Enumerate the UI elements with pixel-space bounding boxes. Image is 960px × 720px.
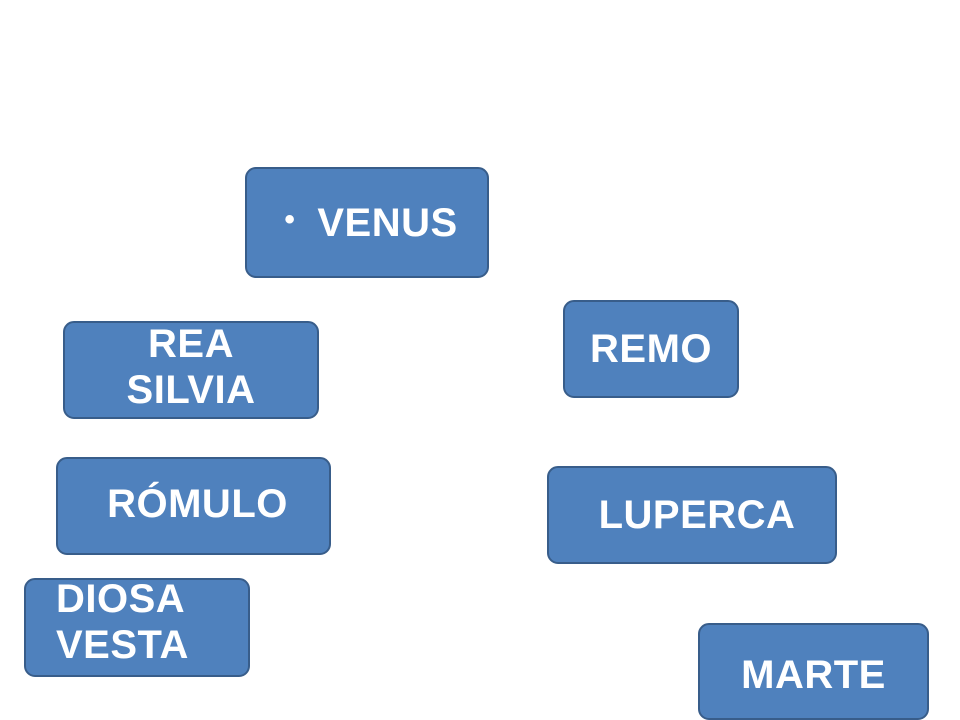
node-luperca-label: LUPERCA <box>598 493 796 537</box>
node-diosa-vesta-label: DIOSA VESTA <box>56 576 189 667</box>
node-rea-silvia: REA SILVIA <box>63 321 319 419</box>
node-remo: REMO <box>563 300 739 398</box>
node-luperca: LUPERCA <box>547 466 837 564</box>
node-remo-label: REMO <box>590 327 712 371</box>
node-rea-silvia-label: REA SILVIA <box>126 322 256 412</box>
node-romulo: RÓMULO <box>56 457 331 555</box>
bullet-glyph: • <box>284 202 296 236</box>
node-venus: • VENUS <box>245 167 489 278</box>
node-diosa-vesta: DIOSA VESTA <box>24 576 250 677</box>
node-venus-label: VENUS <box>317 200 458 245</box>
node-romulo-label: RÓMULO <box>107 482 288 526</box>
node-marte-label: MARTE <box>741 652 886 697</box>
node-marte: MARTE <box>698 623 929 720</box>
